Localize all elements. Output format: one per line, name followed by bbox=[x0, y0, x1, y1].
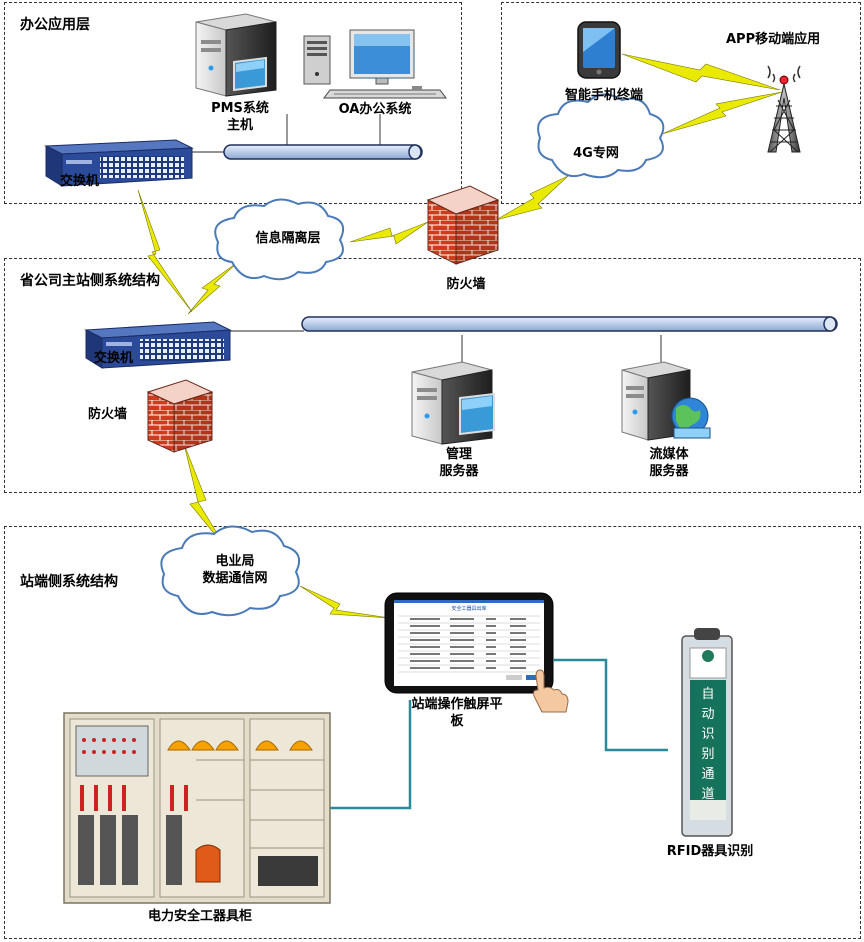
stream-server-label: 流媒体服务器 bbox=[649, 447, 689, 479]
svg-text:通: 通 bbox=[701, 767, 714, 782]
management-server-icon bbox=[411, 361, 495, 445]
oa-computer-icon bbox=[303, 29, 447, 99]
wired-links bbox=[192, 114, 662, 362]
tablet-label: 站端操作触屏平板 bbox=[411, 697, 503, 729]
tablet-screen-title: 安全工器具出库 bbox=[451, 605, 486, 612]
mobile-zone-label: APP移动端应用 bbox=[726, 32, 821, 47]
tablet-device: 安全工器具出库 bbox=[384, 592, 554, 694]
switch-top-icon bbox=[44, 139, 194, 187]
cloud-power-net bbox=[160, 525, 300, 617]
smartphone-label: 智能手机终端 bbox=[564, 88, 643, 103]
svg-text:自: 自 bbox=[701, 687, 714, 702]
cabinet-label: 电力安全工器具柜 bbox=[147, 909, 252, 924]
svg-text:道: 道 bbox=[701, 787, 714, 802]
office-zone-label: 办公应用层 bbox=[20, 17, 90, 33]
svg-text:动: 动 bbox=[701, 707, 714, 722]
switch-top-label: 交换机 bbox=[60, 174, 100, 189]
firewall-mid-icon bbox=[146, 379, 214, 453]
net-4g-label: 4G专网 bbox=[573, 146, 619, 161]
hand-icon bbox=[533, 669, 569, 713]
teal-links bbox=[327, 658, 668, 810]
isolation-label: 信息隔离层 bbox=[255, 231, 321, 246]
station-zone bbox=[4, 526, 861, 939]
signal-tower-icon bbox=[767, 65, 801, 153]
station-zone-label: 站端侧系统结构 bbox=[20, 574, 118, 590]
rfid-gate-text: 自 动 识 别 通 道 bbox=[701, 687, 714, 802]
office-bus-pipe bbox=[223, 144, 423, 160]
province-zone bbox=[4, 258, 861, 493]
province-zone-label: 省公司主站侧系统结构 bbox=[20, 273, 160, 289]
cloud-4g bbox=[537, 93, 665, 179]
smartphone-icon bbox=[577, 21, 621, 79]
pms-server-icon bbox=[195, 13, 277, 97]
svg-text:识: 识 bbox=[701, 727, 714, 742]
svg-text:别: 别 bbox=[701, 747, 714, 762]
tablet-table bbox=[398, 615, 540, 673]
province-bus-pipe bbox=[301, 316, 838, 332]
cloud-isolation bbox=[214, 198, 344, 281]
switch-mid-icon bbox=[84, 321, 232, 369]
firewall-top-label: 防火墙 bbox=[446, 277, 486, 292]
pms-host-label: PMS系统主机 bbox=[211, 101, 269, 133]
mgmt-server-label: 管理服务器 bbox=[439, 447, 479, 479]
firewall-mid-label: 防火墙 bbox=[88, 407, 128, 422]
rfid-label: RFID器具识别 bbox=[666, 844, 754, 859]
switch-mid-label: 交换机 bbox=[94, 351, 134, 366]
mobile-zone bbox=[501, 2, 861, 204]
tool-cabinet bbox=[63, 712, 331, 904]
power-net-label: 电业局数据通信网 bbox=[202, 554, 268, 586]
firewall-top-icon bbox=[426, 185, 500, 265]
rfid-gate bbox=[681, 628, 733, 837]
streaming-server-icon bbox=[621, 361, 711, 441]
office-zone bbox=[4, 2, 462, 204]
oa-system-label: OA办公系统 bbox=[338, 102, 412, 117]
